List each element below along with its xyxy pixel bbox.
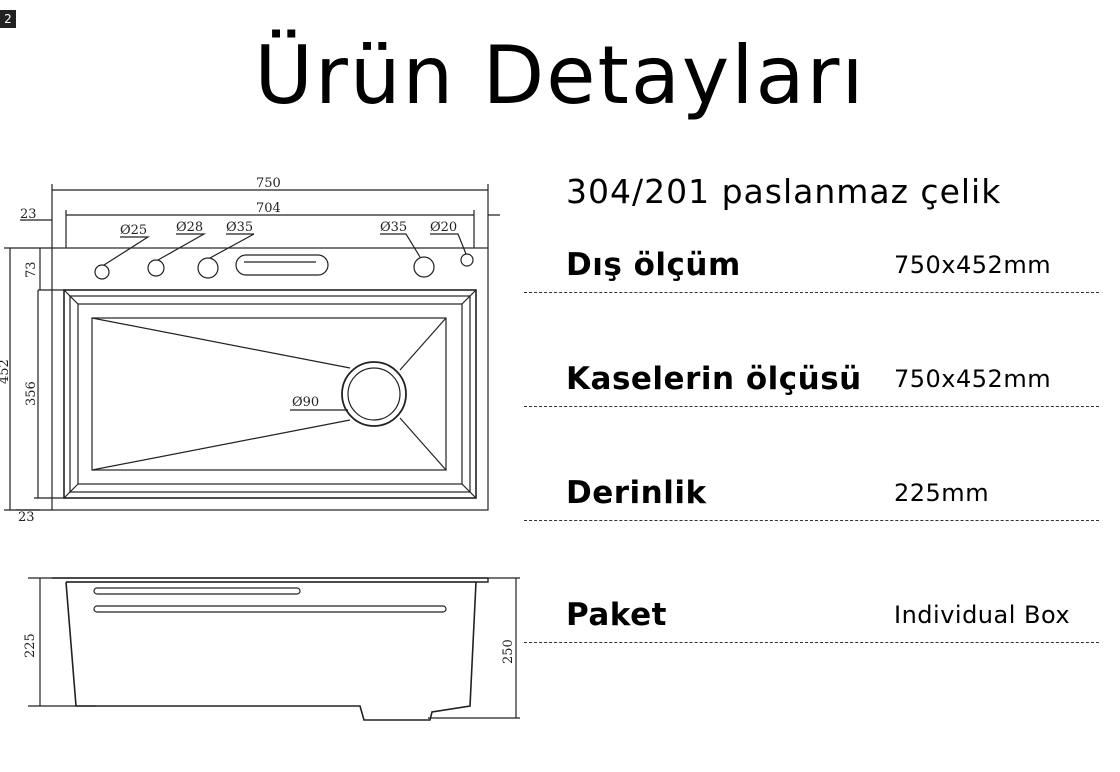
spec-value: 750x452mm xyxy=(894,365,1052,393)
dim-side-left: 23 xyxy=(20,207,37,222)
spec-row-depth: Derinlik 225mm xyxy=(524,475,1099,521)
hole-label: Ø28 xyxy=(176,220,203,235)
spec-value: 225mm xyxy=(894,479,990,507)
dashed-divider xyxy=(524,520,1099,521)
sink-side-view-drawing: 225 250 xyxy=(23,577,520,721)
spec-row-bowl-size: Kaselerin ölçüsü 750x452mm xyxy=(524,361,1099,407)
sink-top-view-drawing: 750 704 23 23 452 356 73 23 Ø25 Ø28 Ø35 … xyxy=(0,176,500,525)
page-title: Ürün Detayları xyxy=(254,29,866,122)
spec-value: Individual Box xyxy=(894,601,1071,629)
dashed-divider xyxy=(524,406,1099,407)
hole-label: Ø35 xyxy=(380,220,407,235)
dim-bowl-depth: 225 xyxy=(23,633,38,658)
dim-width-outer: 750 xyxy=(256,176,281,191)
spec-row-package: Paket Individual Box xyxy=(524,597,1099,643)
dashed-divider xyxy=(524,292,1099,293)
dim-total-depth: 250 xyxy=(501,639,516,664)
dim-height-bowl: 356 xyxy=(24,381,39,406)
hole-label: Ø20 xyxy=(430,220,457,235)
hole-label: Ø25 xyxy=(120,223,147,238)
dim-width-inner: 704 xyxy=(256,201,281,216)
spec-label: Kaselerin ölçüsü xyxy=(566,361,862,397)
spec-row-outer-size: Dış ölçüm 750x452mm xyxy=(524,247,1099,293)
spec-label: Derinlik xyxy=(566,475,707,511)
spec-label: Paket xyxy=(566,597,667,633)
dashed-divider xyxy=(524,642,1099,643)
dim-bottom-rim: 23 xyxy=(18,510,35,525)
page-number-badge: 2 xyxy=(0,10,16,28)
dim-height-outer: 452 xyxy=(0,359,12,384)
material-text: 304/201 paslanmaz çelik xyxy=(566,172,1002,211)
spec-value: 750x452mm xyxy=(894,251,1052,279)
drain-label: Ø90 xyxy=(292,395,319,410)
hole-label: Ø35 xyxy=(226,220,253,235)
spec-label: Dış ölçüm xyxy=(566,247,741,283)
dim-deck-depth: 73 xyxy=(24,261,39,278)
